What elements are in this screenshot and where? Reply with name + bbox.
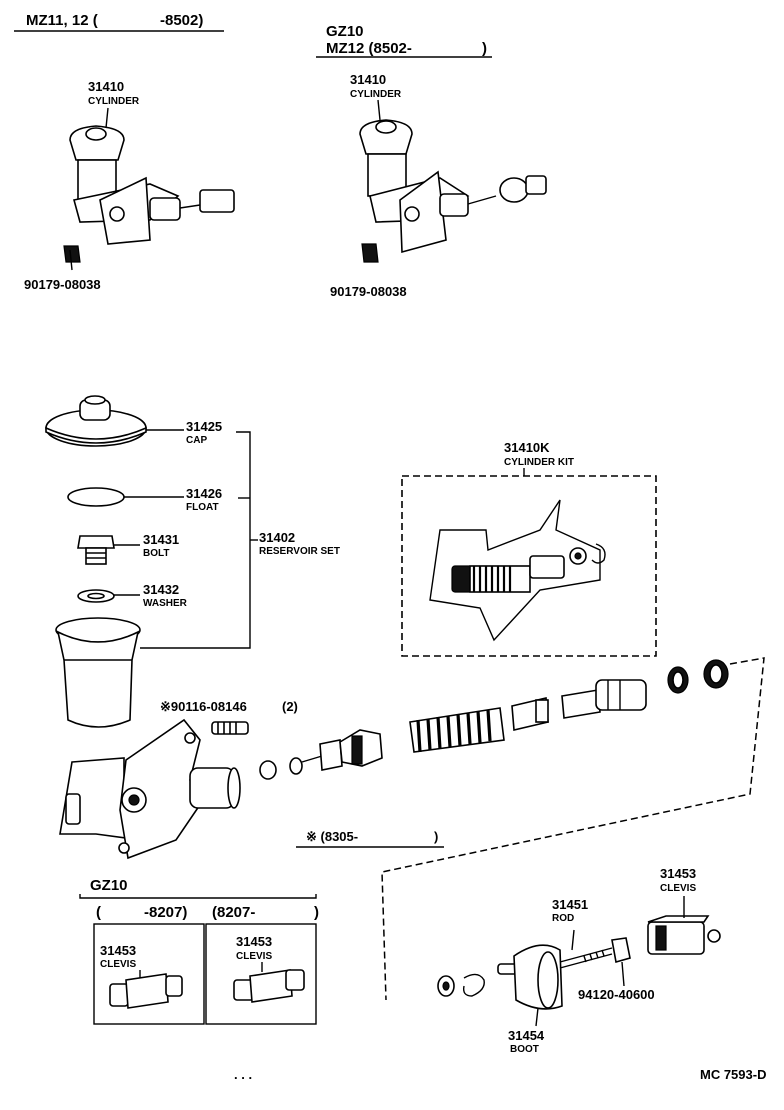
lower-nut-number: 94120-40600 [578, 987, 655, 1002]
gz10-clevis2-name: CLEVIS [236, 951, 272, 962]
gz10-col1-open: ( [96, 904, 101, 921]
gz10-col1-box [93, 923, 205, 1025]
lower-clevis-name: CLEVIS [660, 883, 696, 894]
header-right-model2: MZ12 (8502- [326, 40, 412, 57]
reservoir-set-name: RESERVOIR SET [259, 546, 340, 557]
top-right-nut-number: 90179-08038 [330, 284, 407, 299]
float-part-name: FLOAT [186, 502, 219, 513]
reservoir-body-drawing [55, 617, 141, 728]
connection-dashed-line [381, 657, 765, 1001]
cap-part-name: CAP [186, 435, 207, 446]
pin-part-number: ※90116-08146 [160, 699, 247, 714]
boot-name: BOOT [510, 1044, 539, 1055]
gz10-col2-close: ) [314, 904, 319, 921]
lower-clevis-number: 31453 [660, 866, 696, 881]
main-cylinder-body-drawing [59, 718, 241, 860]
gz10-col2-box [205, 923, 317, 1025]
float-part-number: 31426 [186, 486, 222, 501]
gz10-clevis2-number: 31453 [236, 934, 272, 949]
reservoir-bolt-drawing [77, 535, 115, 565]
header-right-close: ) [482, 40, 487, 57]
gz10-clevis1-name: CLEVIS [100, 959, 136, 970]
top-right-part-name: CYLINDER [350, 89, 402, 100]
cylinder-kit-number: 31410K [504, 440, 550, 455]
washer-part-name: WASHER [143, 598, 188, 609]
pin-quantity: (2) [282, 699, 298, 714]
top-right-part-number: 31410 [350, 72, 386, 87]
gz10-col2-date: (8207- [212, 904, 255, 921]
top-left-part-name: CYLINDER [88, 96, 140, 107]
pin-drawing [211, 721, 249, 735]
reservoir-washer-drawing [77, 589, 115, 603]
boot-number: 31454 [508, 1028, 545, 1043]
top-left-cylinder-drawing [63, 107, 235, 271]
reservoir-set-number: 31402 [259, 530, 295, 545]
diagram-code: MC 7593-D [700, 1067, 766, 1082]
header-left-date: -8502) [160, 12, 203, 29]
rod-name: ROD [552, 913, 574, 924]
reservoir-float-drawing [67, 487, 125, 507]
reservoir-cap-drawing [45, 395, 147, 447]
header-left-model: MZ11, 12 ( [26, 12, 98, 29]
bolt-part-name: BOLT [143, 548, 169, 559]
header-left: MZ11, 12 ( -8502) [14, 12, 224, 32]
top-left-part-number: 31410 [88, 79, 124, 94]
gz10-clevis1-number: 31453 [100, 943, 136, 958]
rod-number: 31451 [552, 897, 588, 912]
lower-assembly-drawing [437, 896, 721, 1027]
asterisk-date-open: ※ (8305- [306, 829, 358, 844]
asterisk-date-close: ) [434, 829, 438, 844]
top-left-nut-number: 90179-08038 [24, 277, 101, 292]
washer-part-number: 31432 [143, 582, 179, 597]
bolt-part-number: 31431 [143, 532, 179, 547]
gz10-clevis2-drawing [233, 962, 305, 1003]
cap-part-number: 31425 [186, 419, 222, 434]
gz10-clevis1-drawing [109, 970, 183, 1009]
gz10-col1-date: -8207) [144, 904, 187, 921]
cylinder-kit-drawing [429, 499, 606, 642]
main-internal-parts-drawing [259, 659, 729, 780]
gz10-bracket [79, 894, 317, 899]
reservoir-leaders [114, 429, 258, 649]
header-right: GZ10 MZ12 (8502- ) [316, 23, 492, 58]
footer-dots: . . . [234, 1067, 252, 1082]
cylinder-kit-box [401, 475, 657, 657]
top-right-cylinder-drawing [359, 99, 547, 263]
cylinder-kit-name: CYLINDER KIT [504, 457, 574, 468]
gz10-title: GZ10 [90, 877, 128, 894]
header-right-model1: GZ10 [326, 23, 364, 40]
